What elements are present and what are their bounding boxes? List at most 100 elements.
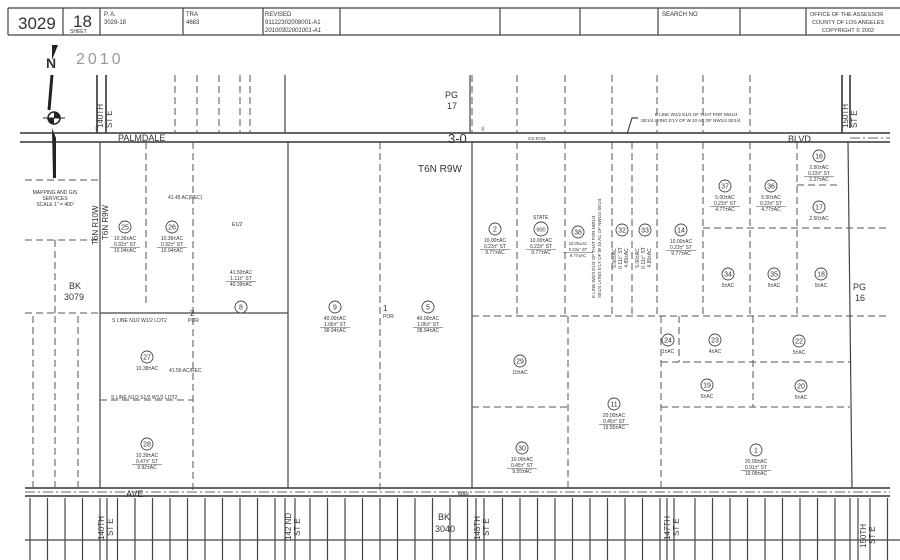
parcel-area: 9.77±AC [485, 250, 505, 256]
search-label: SEARCH NO [662, 12, 698, 18]
parcel-area: 5.00±AC [635, 248, 641, 268]
parcel-37[interactable]: 375.00±AC0.23±" ST4.77±AC [710, 179, 740, 213]
e-line-note-top-1: E LINE W1/2 E1/3 OF THAT POR NW1/4 [655, 112, 738, 117]
township-main: T6N R9W [418, 164, 462, 175]
parcel-number: 1 [754, 448, 758, 455]
parcel-18[interactable]: 18 5±AC [814, 267, 828, 289]
street-blvd: BLVD [788, 134, 811, 144]
svg-text:147TH: 147TH [663, 516, 672, 540]
parcel-number: 22 [795, 339, 803, 346]
parcel-area: 10.00±AC [530, 238, 553, 244]
s-line-1: S LINE N1/2 W1/2 LOT2 [112, 318, 167, 324]
parcel-area: 0.32±" ST [114, 242, 136, 248]
svg-text:150TH: 150TH [859, 524, 868, 548]
parcel-number-circle-icon [749, 443, 763, 457]
parcel-number: 18 [817, 272, 825, 279]
parcel-area: 10.04±AC [114, 248, 137, 254]
svg-text:ST E: ST E [850, 110, 859, 128]
parcel-number-circle-icon [140, 437, 154, 451]
parcel-number: 29 [516, 359, 524, 366]
parcel-number: 19 [703, 383, 711, 390]
township-left-b: T6N R9W [101, 204, 110, 240]
parcel-area: 40.00±AC [417, 316, 440, 322]
parcel-number: 16 [815, 154, 823, 161]
parcel-number-circle-icon [615, 223, 629, 237]
parcel-area: 20.00±AC [603, 413, 626, 419]
parcel-34[interactable]: 345±AC [721, 267, 735, 289]
parcel-area: 40.00±AC [324, 316, 347, 322]
street-map: MAP [458, 492, 470, 498]
parcel-number: 9 [333, 305, 337, 312]
parcel-number-circle-icon [814, 267, 828, 281]
parcel-area: 5±AC [793, 350, 806, 356]
parcel-number-circle-icon [708, 333, 722, 347]
street-palmdale: PALMDALE [118, 133, 165, 143]
parcel-number: 8 [239, 305, 243, 312]
parcel-area: 0.32±" ST [161, 242, 183, 248]
parcel-number-circle-icon [515, 441, 529, 455]
parcel-boundaries [20, 75, 900, 560]
tra-label: TRA [186, 12, 198, 18]
parcel-24[interactable]: 241±AC [661, 333, 675, 355]
parcel-36[interactable]: 365.00±AC0.23±" ST4.77±AC [756, 179, 786, 213]
svg-text:SERVICES: SERVICES [42, 196, 68, 202]
title-block: 3029 18 SHEET P. A. 3029-18 TRA 4683 REV… [7, 7, 900, 36]
parcel-16[interactable]: 162.50±AC0.23±" ST2.27±AC [804, 149, 834, 183]
township-left-a: T6N R10W [91, 205, 100, 245]
parcel-number: 25 [121, 225, 129, 232]
revised-value: 91122302008001-A1 [265, 20, 321, 26]
por-2: POR [188, 318, 199, 324]
parcel-19[interactable]: 19 5±AC [700, 378, 714, 400]
parcel-area: 19.09±AC [745, 471, 768, 477]
parcel-area: 5.00±AC [612, 248, 618, 268]
por-1: POR [383, 314, 394, 320]
parcel-number-circle-icon [812, 200, 826, 214]
parcel-area: 5±AC [815, 283, 828, 289]
parcel-number-circle-icon [607, 397, 621, 411]
parcel-area: 4.89±AC [624, 248, 630, 268]
rec-mid: 41.55 AC/REC [169, 368, 202, 374]
parcel-area: 9.77±AC [570, 253, 586, 258]
parcel-area: 0.23±" ST [714, 201, 736, 207]
parcel-number-circle-icon [421, 300, 435, 314]
street-ave: AVE [126, 489, 143, 499]
parcel-20[interactable]: 205±AC [794, 379, 808, 401]
north-arrow-icon [43, 45, 65, 178]
scale-note: MAPPING AND GIS SERVICES SCALE 1" = 400' [33, 190, 78, 208]
parcel-23[interactable]: 234±AC [708, 333, 722, 355]
parcel-2[interactable]: 210.00±AC0.23±" ST9.77±AC [480, 222, 510, 256]
parcel-area: 10.36±AC [114, 236, 137, 242]
parcel-number-circle-icon [118, 220, 132, 234]
parcel-35[interactable]: 355±AC [767, 267, 781, 289]
parcel-number: 14 [677, 228, 685, 235]
parcel-22[interactable]: 22 5±AC [792, 334, 806, 356]
parcel-number: 23 [711, 338, 719, 345]
parcel-area: 0.47±" ST [136, 459, 158, 465]
parcel-area: 5±AC [701, 394, 714, 400]
dim-30: 30 [480, 126, 485, 131]
svg-text:ST E: ST E [106, 518, 115, 536]
parcel-number: 11 [610, 402, 617, 409]
parcel-area: 10.00±AC [484, 238, 507, 244]
parcel-17[interactable]: 172.50±AC [809, 200, 829, 222]
pg16-label: PG [853, 282, 866, 292]
parcel-number-circle-icon [234, 300, 248, 314]
parcel-number-circle-icon [513, 354, 527, 368]
parcel-number-circle-icon [764, 179, 778, 193]
